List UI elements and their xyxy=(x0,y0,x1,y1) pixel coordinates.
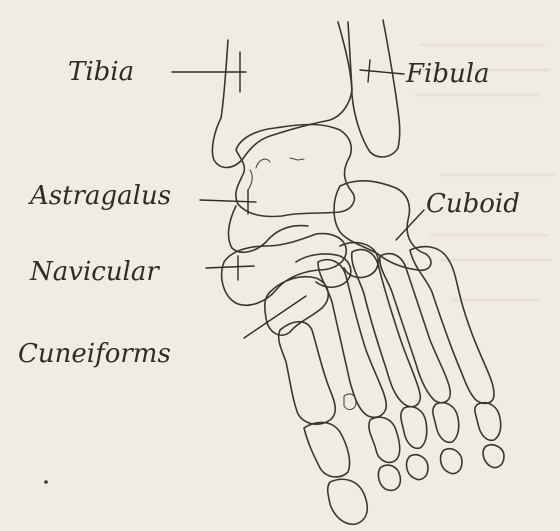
tibia-leader-line xyxy=(172,52,246,92)
label-cuboid: Cuboid xyxy=(426,189,520,219)
astragalus-detail xyxy=(248,158,304,190)
toe-3-phalanges xyxy=(401,407,428,480)
metatarsal-3 xyxy=(352,250,421,407)
hallux-distal-phalanx xyxy=(328,479,368,524)
astragalus-bone xyxy=(236,125,355,217)
hallux-proximal-phalanx xyxy=(304,422,350,477)
label-cuneiforms: Cuneiforms xyxy=(18,339,171,369)
navicular-leader-line xyxy=(206,256,254,280)
metatarsal-1 xyxy=(279,322,336,425)
fibula-leader-line xyxy=(360,60,404,82)
astragalus-leader-line xyxy=(200,190,256,214)
label-navicular: Navicular xyxy=(29,257,160,287)
tibia-bone xyxy=(212,22,352,168)
label-astragalus: Astragalus xyxy=(28,181,171,211)
toe-5-phalanges xyxy=(475,403,504,468)
toe-4-phalanges xyxy=(433,403,462,474)
cuboid-bone xyxy=(334,181,431,270)
label-fibula: Fibula xyxy=(405,59,490,89)
toe-2-phalanges xyxy=(369,417,400,490)
cuneiforms-leader-line xyxy=(244,296,306,338)
cuboid-leader-line xyxy=(396,210,424,240)
label-tibia: Tibia xyxy=(68,57,134,87)
cuneiform-medial xyxy=(265,277,328,335)
ink-speck xyxy=(44,480,48,484)
